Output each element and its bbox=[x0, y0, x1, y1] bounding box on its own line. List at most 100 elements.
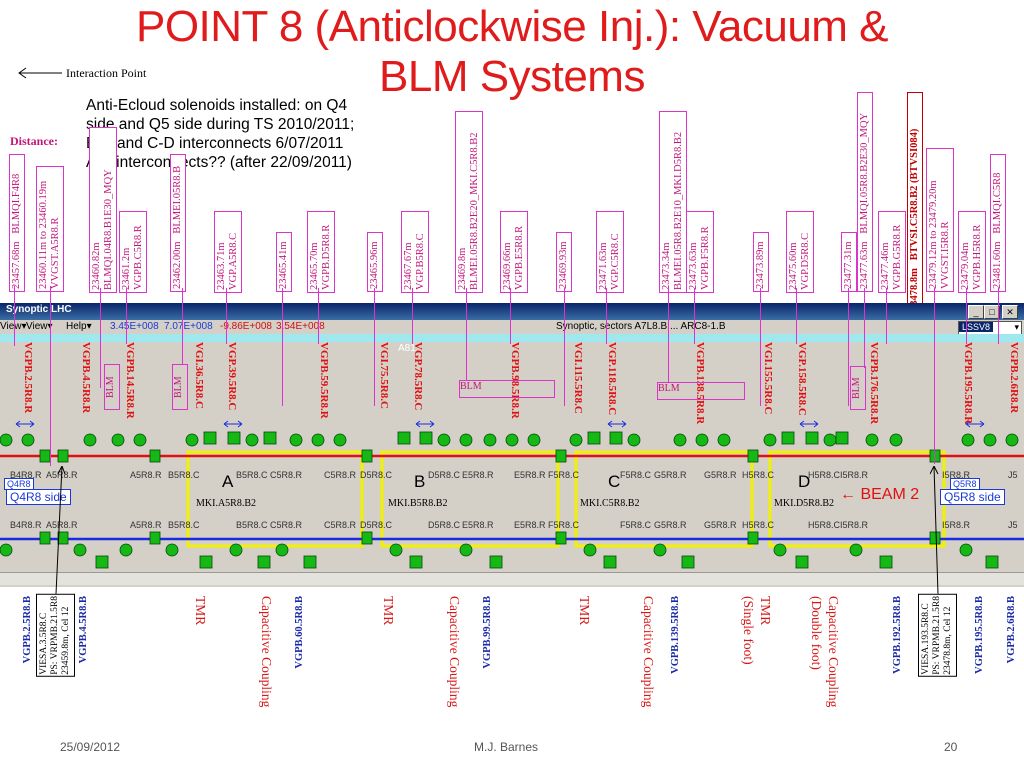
leader-line bbox=[934, 288, 935, 464]
viesa-box-left: VIESA.3.5R8.C PS: VRPMB.21.5R8 23459.8m,… bbox=[36, 594, 75, 677]
note-line: Anti-Ecloud solenoids installed: on Q4 bbox=[86, 97, 348, 114]
segment-label: C5R8.R bbox=[270, 470, 303, 480]
leader-line bbox=[668, 288, 669, 382]
direction-arrows bbox=[15, 420, 985, 428]
leader-line bbox=[14, 286, 15, 346]
segment-label: D5R8.C bbox=[428, 470, 461, 480]
bottom-note: Capacitive Coupling (Double foot) bbox=[809, 596, 841, 708]
menu-bar bbox=[0, 320, 1024, 334]
leader-line bbox=[864, 288, 865, 368]
menu-help[interactable]: Help▾ bbox=[66, 321, 92, 332]
segment-label: E5R8.R bbox=[462, 470, 494, 480]
segment-label: G5R8.R bbox=[654, 520, 687, 530]
bottom-note: TMR bbox=[193, 596, 208, 626]
segment-label: I5R8.R bbox=[840, 470, 869, 480]
sector-info: Synoptic, sectors A7L8.B ... ARC8-1.B bbox=[556, 321, 726, 332]
bottom-gauge-label: VGPB.139.5R8.B bbox=[670, 596, 681, 674]
distance-label-box: 23471.63m VGP.C5R8.C bbox=[596, 211, 624, 293]
segment-label: A5R8.R bbox=[46, 520, 78, 530]
minimize-button[interactable]: _ bbox=[968, 305, 984, 319]
gauge-label: VGP.158.5R8.C bbox=[796, 342, 808, 416]
distance-label-box: 23465.41m bbox=[276, 232, 292, 292]
maximize-button[interactable]: □ bbox=[984, 305, 1000, 319]
distance-label-box: 23465.96m bbox=[367, 232, 383, 292]
segment-label: G5R8.R bbox=[654, 470, 687, 480]
kicker-letter: C bbox=[608, 472, 621, 491]
bottom-note: Capacitive Coupling bbox=[447, 596, 462, 708]
upper-components bbox=[0, 431, 1019, 463]
viesa-box-right: VIESA.193.5R8.C PS: VRPMB.21.5R8 23478.8… bbox=[918, 594, 957, 677]
gauge-label: VGPB.14.5R8.R bbox=[124, 342, 136, 419]
leader-line bbox=[412, 288, 413, 344]
blm-box: BLM bbox=[172, 364, 188, 410]
arrow-left-icon: ← bbox=[840, 486, 856, 503]
q4-side-label: Q4R8 side bbox=[6, 489, 71, 505]
distance-label-box: 23479.12m to 23479.20m VVGST.I5R8.R bbox=[926, 148, 954, 292]
note-line: B-C and C-D interconnects 6/07/2011 bbox=[86, 135, 344, 152]
arrow-left-icon bbox=[18, 67, 62, 79]
leader-line bbox=[694, 288, 695, 344]
menu-view-2[interactable]: View▾ bbox=[26, 321, 53, 332]
sector-dropdown-value: LSSV8 bbox=[959, 322, 994, 332]
gauge-label: VGP.78.5R8.C bbox=[412, 342, 424, 411]
distance-label-box: 23469.93m bbox=[556, 232, 572, 292]
status-strip bbox=[0, 334, 1024, 342]
distance-label-box: 23467.67m VGP.B5R8.C bbox=[401, 211, 429, 293]
segment-label: F5R8.C bbox=[548, 470, 580, 480]
gauge-label: VGPB.195.5R8.R bbox=[962, 342, 974, 425]
distance-label-box: 23477.63m BLMQI.05R8.B2E30_MQY bbox=[857, 92, 873, 292]
bottom-gauge-label: VGPB.192.5R8.B bbox=[892, 596, 903, 674]
beam2-text: BEAM 2 bbox=[860, 486, 920, 503]
bottom-note: Capacitive Coupling bbox=[259, 596, 274, 708]
close-button[interactable]: ✕ bbox=[1002, 305, 1018, 319]
distance-label-box: 23477.31m bbox=[841, 232, 857, 292]
segment-label: I5R8.R bbox=[942, 470, 971, 480]
distance-label-box: 23473.34m BLMEI.05R8.B2E10_MKI.D5R8.B2 bbox=[659, 111, 687, 293]
segment-label: I5R8.R bbox=[942, 520, 971, 530]
distance-label-box: 23478.8m BTVSI.C5R8.B2 (BTVSI084) bbox=[907, 92, 923, 314]
q4r8-small-label: Q4R8 bbox=[4, 478, 34, 490]
segment-label: C5R8.R bbox=[324, 520, 357, 530]
blm-box: BLM bbox=[657, 382, 745, 400]
segment-label: E5R8.R bbox=[514, 470, 546, 480]
distance-label-box: 23479.04m VGPB.H5R8.R bbox=[958, 211, 986, 293]
note-line: side and Q5 side during TS 2010/2011; bbox=[86, 116, 355, 133]
leader-line bbox=[50, 286, 51, 466]
interaction-point-label: Interaction Point bbox=[66, 66, 147, 80]
kicker-letter: A bbox=[222, 472, 234, 491]
leader-line bbox=[966, 288, 967, 344]
readout-1: 3.45E+008 bbox=[110, 321, 159, 332]
leader-line bbox=[282, 288, 283, 406]
distance-label-box: 23475.60m VGP.D5R8.C bbox=[786, 211, 814, 293]
horizontal-scrollbar[interactable] bbox=[0, 572, 1024, 585]
distance-label-box: 23481.60m BLMQI.C5R8 bbox=[990, 154, 1006, 292]
window-titlebar[interactable] bbox=[0, 303, 1024, 320]
gauge-label: VGPB.2.5R8.R bbox=[22, 342, 34, 414]
segment-label: H5R8.C bbox=[808, 470, 841, 480]
title-line-2: BLM Systems bbox=[379, 52, 645, 101]
bottom-gauge-label: VGPB.195.5R8.B bbox=[974, 596, 985, 674]
leader-line bbox=[466, 288, 467, 380]
segment-label: A5R8.R bbox=[130, 470, 162, 480]
ecloud-note: Anti-Ecloud solenoids installed: on Q4 s… bbox=[86, 96, 416, 172]
segment-label: B5R8.C bbox=[168, 520, 200, 530]
bottom-note: TMR bbox=[577, 596, 592, 626]
bottom-gauge-label: VGPB.4.5R8.B bbox=[78, 596, 89, 664]
kicker-frame-a bbox=[186, 450, 364, 548]
q5-side-label: Q5R8 side bbox=[940, 489, 1005, 505]
kicker-name: MKI.C5R8.B2 bbox=[580, 498, 640, 509]
leader-line bbox=[226, 288, 227, 344]
sector-dropdown[interactable]: LSSV8 ▾ bbox=[958, 321, 1022, 335]
segment-label: G5R8.R bbox=[704, 470, 737, 480]
leader-line bbox=[100, 288, 101, 388]
menu-view[interactable]: View▾ bbox=[0, 321, 27, 332]
bottom-gauge-label: VGPB.2.5R8.B bbox=[22, 596, 33, 664]
pointer-line bbox=[929, 464, 944, 596]
segment-label: B5R8.C bbox=[168, 470, 200, 480]
gauge-label: VGI.36.5R8.C bbox=[193, 342, 205, 409]
segment-label: A5R8.R bbox=[130, 520, 162, 530]
footer-page-number: 20 bbox=[944, 740, 958, 754]
gauge-label: VGI.75.5R8.C bbox=[378, 342, 390, 409]
bottom-gauge-label: VGPB.60.5R8.B bbox=[294, 596, 305, 669]
readout-4: 3.54E+008 bbox=[276, 321, 325, 332]
